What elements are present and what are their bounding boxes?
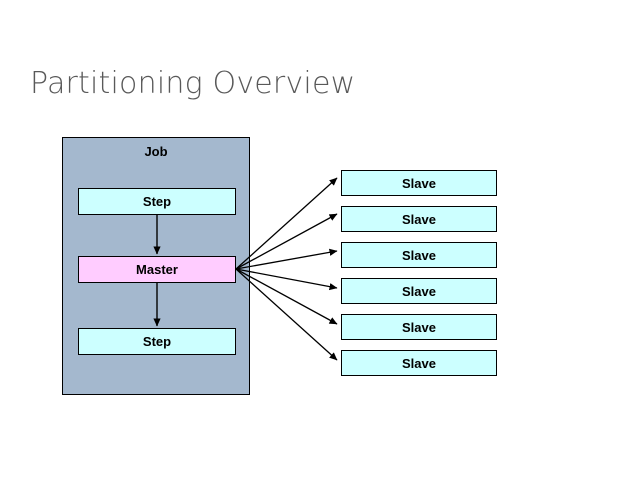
slave-node-2[interactable]: Slave	[341, 206, 497, 232]
slave-node-5[interactable]: Slave	[341, 314, 497, 340]
step-bottom-node[interactable]: Step	[78, 328, 236, 355]
connector-master-to-slave-5	[235, 268, 338, 325]
connector-master-to-slave-1	[235, 177, 338, 270]
connector-master-to-slave-6	[235, 268, 338, 361]
slave-node-3[interactable]: Slave	[341, 242, 497, 268]
page-title: Partitioning Overview	[30, 66, 356, 101]
job-label: Job	[144, 144, 168, 159]
master-node[interactable]: Master	[78, 256, 236, 283]
slave-node-4[interactable]: Slave	[341, 278, 497, 304]
step-top-node[interactable]: Step	[78, 188, 236, 215]
connector-master-to-slave-2	[235, 213, 338, 270]
connector-master-to-slave-3	[235, 248, 338, 270]
slave-node-1[interactable]: Slave	[341, 170, 497, 196]
connector-master-to-slave-4	[235, 268, 338, 291]
slave-node-6[interactable]: Slave	[341, 350, 497, 376]
